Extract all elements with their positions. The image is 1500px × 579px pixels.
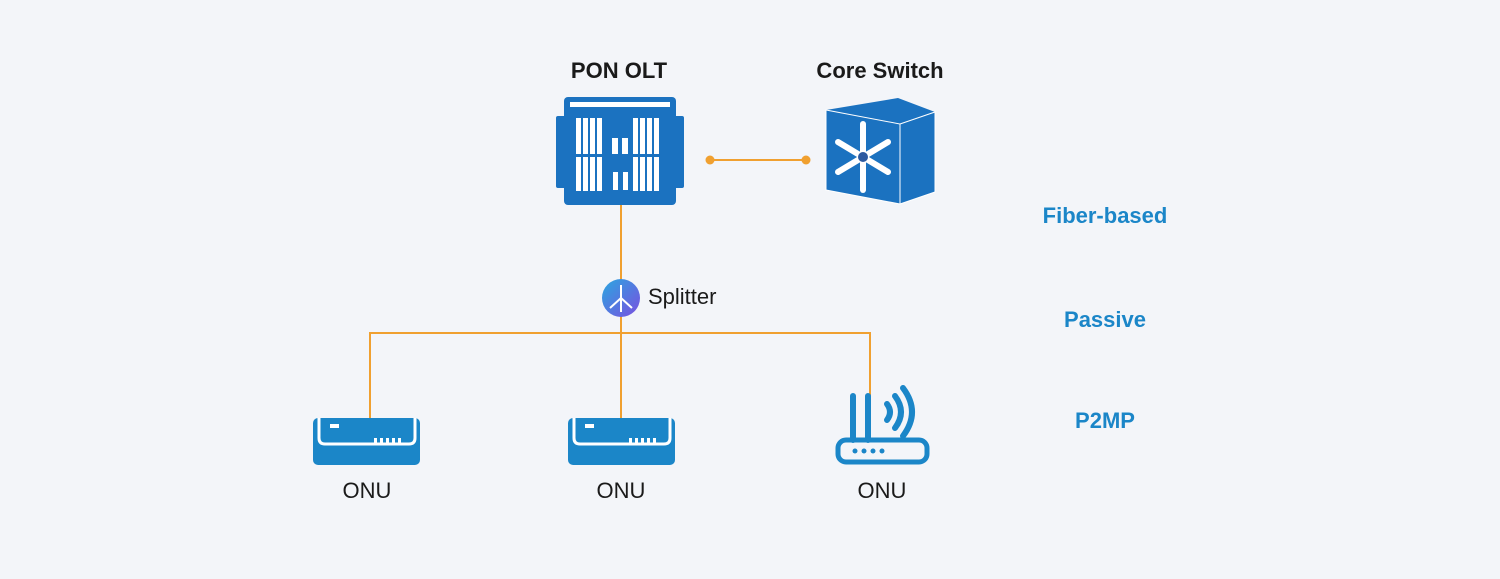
link-endpoint-dot — [705, 155, 715, 165]
splitter-onu1-link — [369, 332, 621, 418]
fiber-links — [369, 159, 871, 420]
feature-p2mp: P2MP — [1075, 408, 1135, 433]
splitter-icon — [602, 279, 640, 317]
onu-device-icon — [313, 418, 420, 465]
splitter-label: Splitter — [648, 284, 717, 309]
splitter-onu3-link — [621, 332, 871, 405]
onu-label: ONU — [596, 478, 646, 503]
feature-fiber-based: Fiber-based — [1042, 203, 1168, 228]
onu-label: ONU — [857, 478, 907, 503]
olt-chassis-icon — [556, 97, 684, 205]
core-switch-icon — [825, 98, 936, 205]
onu-device-icon — [568, 418, 675, 465]
core-switch-title: Core Switch — [816, 58, 944, 83]
olt-title: PON OLT — [570, 58, 668, 83]
link-endpoint-dot — [801, 155, 811, 165]
wifi-router-icon — [835, 385, 930, 465]
onu-label: ONU — [342, 478, 392, 503]
feature-passive: Passive — [1064, 307, 1146, 332]
